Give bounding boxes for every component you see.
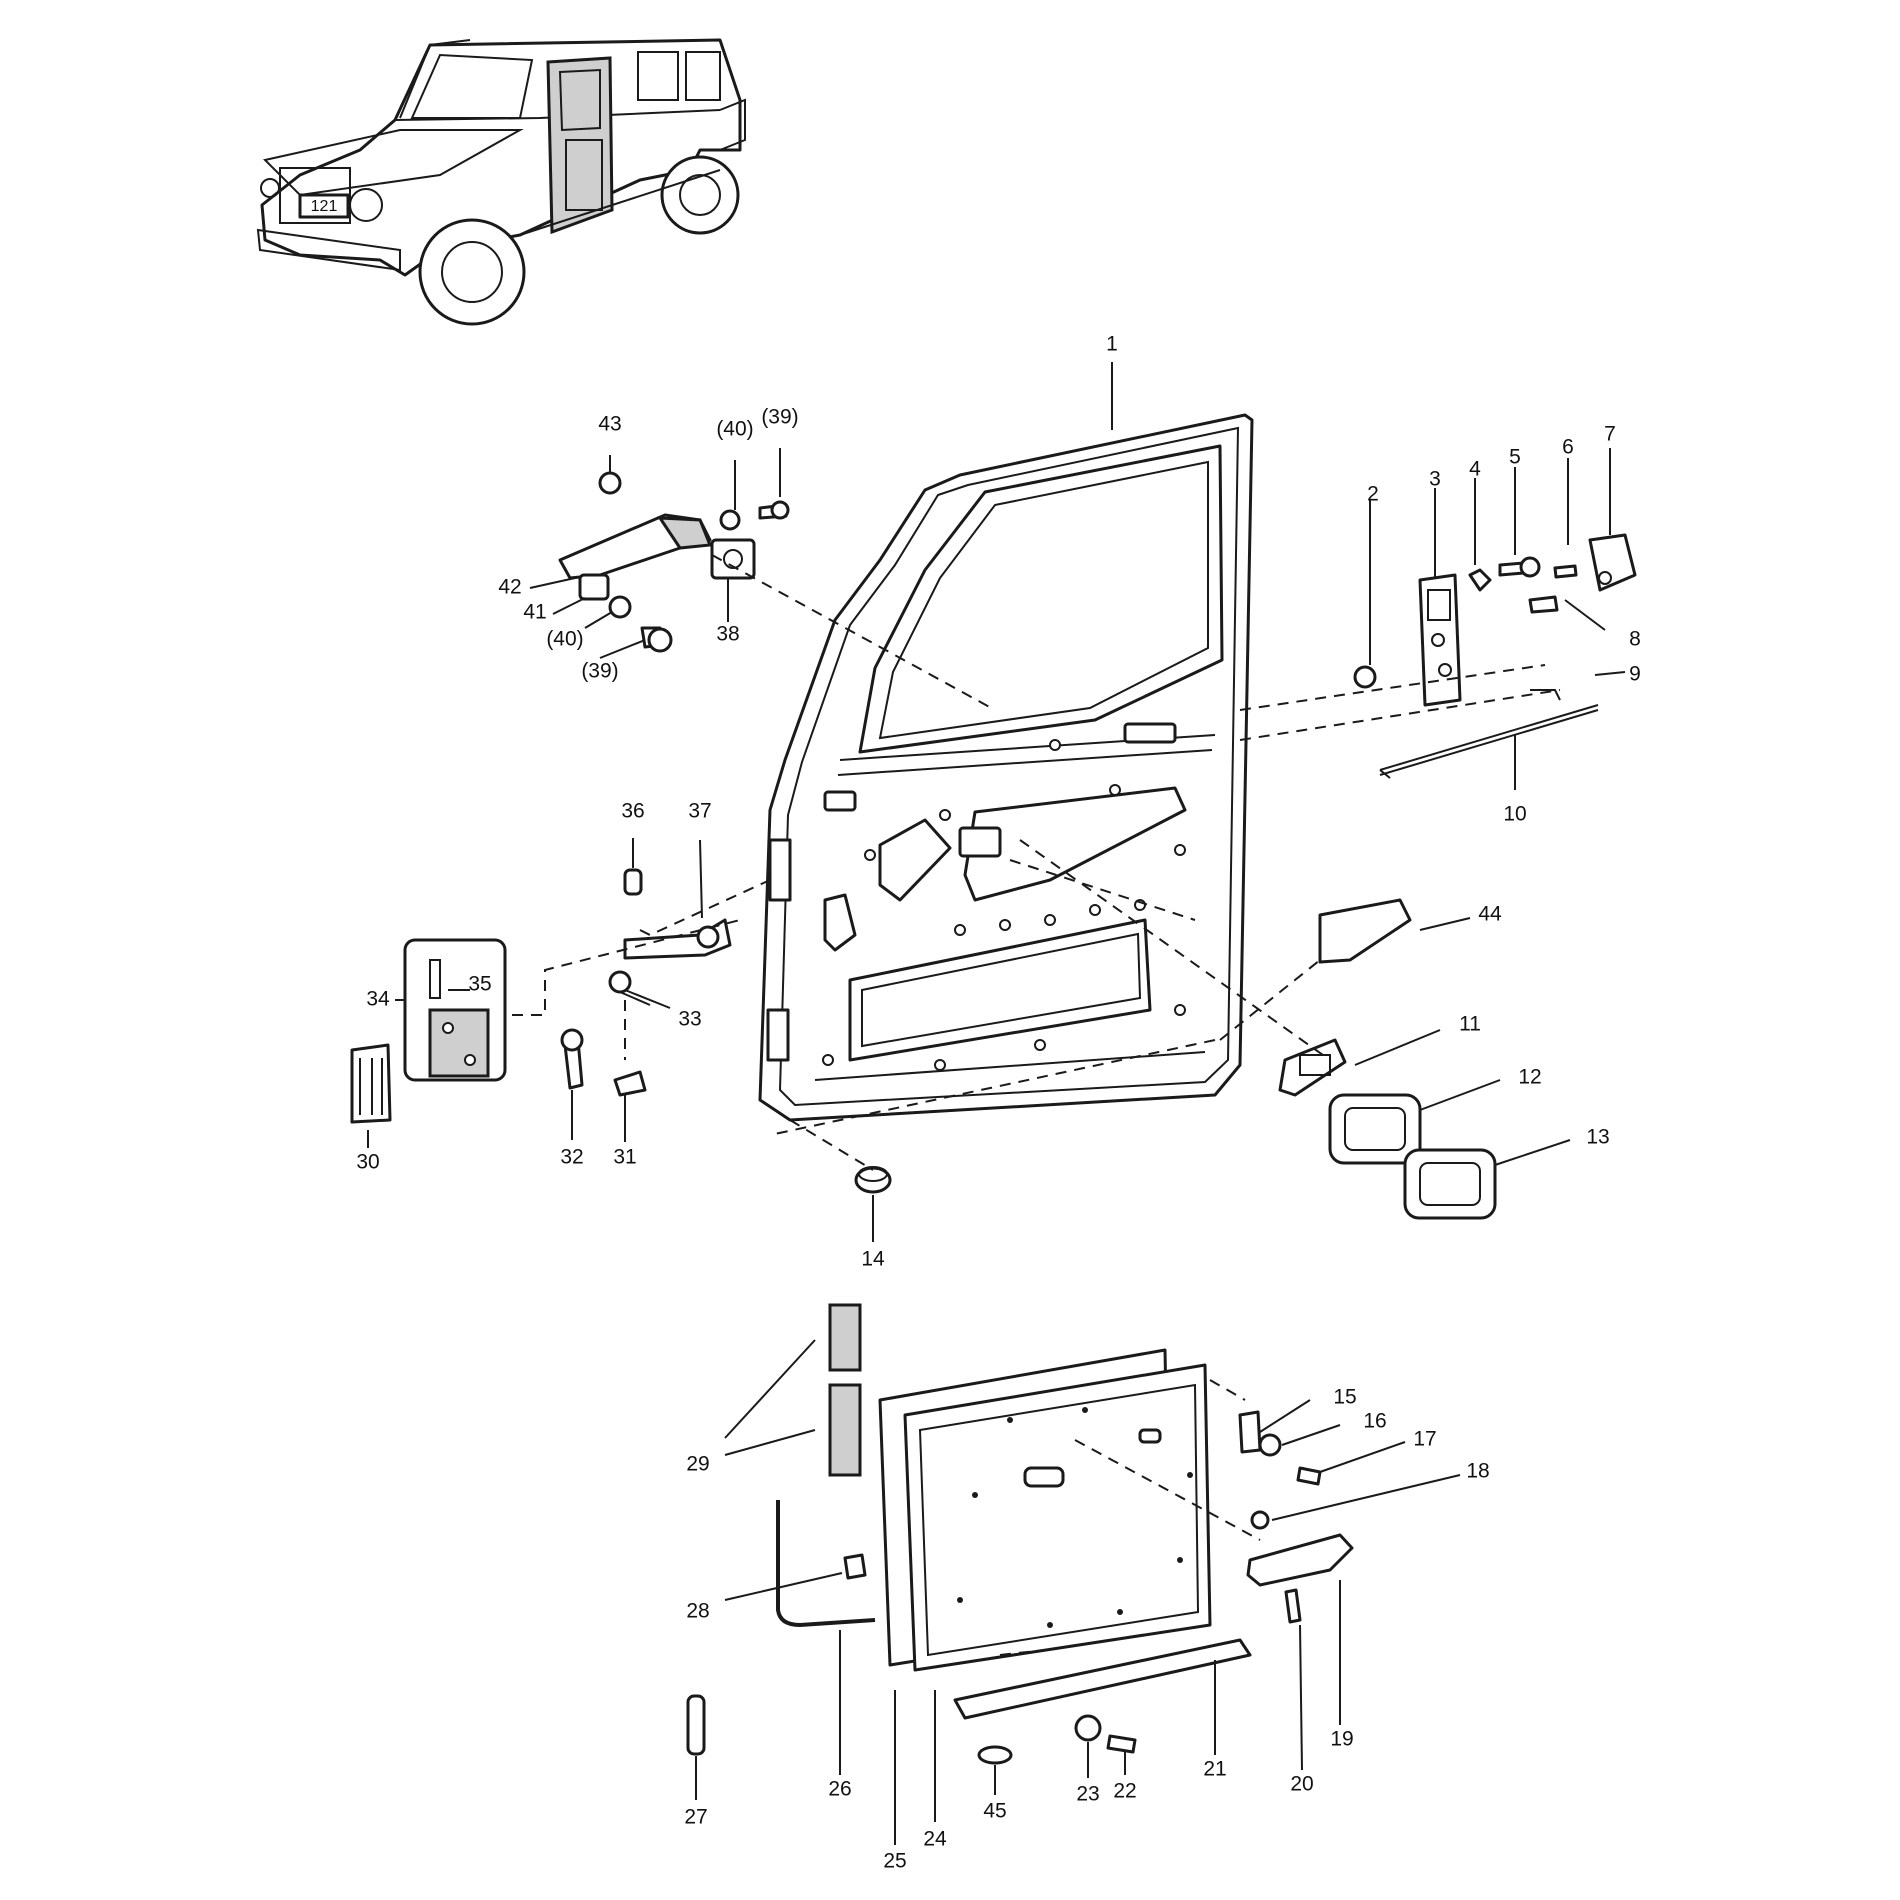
hinge-assembly [350, 868, 732, 1124]
callout-22: 22 [1113, 1780, 1136, 1803]
leader-lines [367, 362, 1626, 1845]
callout-23: 23 [1076, 1783, 1099, 1806]
callout-26: 26 [828, 1778, 851, 1801]
pad-part-29-upper [828, 1303, 862, 1372]
callout-8: 8 [1629, 628, 1641, 651]
callout-16: 16 [1363, 1410, 1386, 1433]
callout-45: 45 [983, 1800, 1006, 1823]
callout-4: 4 [1469, 458, 1481, 481]
trim-panel [878, 1348, 1212, 1672]
pad-part-29-lower [828, 1383, 862, 1477]
callout-10: 10 [1503, 803, 1526, 826]
washer-part-23 [1074, 1714, 1102, 1742]
vehicle-illustration: 121 [256, 38, 746, 326]
callout-43: 43 [598, 413, 621, 436]
weatherstrip-part-26 [776, 1500, 876, 1628]
plate-text: 121 [311, 198, 338, 215]
callout-24: 24 [923, 1828, 947, 1851]
callout-37: 37 [688, 800, 711, 823]
callout-labels: 1 2 3 4 5 6 7 8 9 10 11 12 13 14 15 16 1… [356, 333, 1641, 1873]
callout-9: 9 [1629, 663, 1641, 686]
callout-35: 35 [468, 973, 491, 996]
callout-20: 20 [1290, 1773, 1313, 1796]
callout-28: 28 [686, 1600, 709, 1623]
callout-6: 6 [1562, 436, 1574, 459]
callout-5: 5 [1509, 446, 1521, 469]
cap-part-45 [977, 1745, 1013, 1765]
callout-30: 30 [356, 1151, 379, 1174]
callout-13: 13 [1586, 1126, 1609, 1149]
callout-34: 34 [366, 988, 390, 1011]
pin-part-27 [686, 1694, 706, 1756]
bracket-part-15 [1238, 1410, 1262, 1454]
callout-41: 41 [523, 601, 546, 624]
callout-3: 3 [1429, 468, 1441, 491]
plug-part-14 [854, 1166, 892, 1194]
callout-18: 18 [1466, 1460, 1489, 1483]
plug-part-18 [1250, 1510, 1270, 1530]
outside-handle-assembly [558, 471, 790, 653]
callout-7: 7 [1604, 423, 1616, 446]
lock-assembly [1353, 533, 1637, 779]
callout-39-top: (39) [761, 406, 798, 429]
door-shell [758, 413, 1254, 1122]
screw-part-17 [1296, 1466, 1322, 1486]
callout-19: 19 [1330, 1728, 1353, 1751]
callout-25: 25 [883, 1850, 906, 1873]
callout-40-top: (40) [716, 418, 753, 441]
clip-part-28 [843, 1553, 867, 1580]
callout-11: 11 [1459, 1013, 1481, 1036]
callout-42: 42 [498, 576, 521, 599]
callout-36: 36 [621, 800, 644, 823]
nut-part-16 [1258, 1433, 1282, 1457]
screw-part-20 [1284, 1588, 1302, 1624]
callout-31: 31 [613, 1146, 636, 1169]
pull-handle-part-19 [1246, 1533, 1354, 1587]
callout-33: 33 [678, 1008, 701, 1031]
callout-29: 29 [686, 1453, 709, 1476]
inside-handle-parts [1278, 898, 1497, 1220]
assembly-dashed-lines [512, 554, 1561, 1656]
callout-15: 15 [1333, 1386, 1356, 1409]
callout-38: 38 [716, 623, 739, 646]
callout-44: 44 [1478, 903, 1502, 926]
callout-40-bottom: (40) [546, 628, 583, 651]
callout-32: 32 [560, 1146, 583, 1169]
callout-14: 14 [861, 1248, 885, 1271]
callout-1: 1 [1106, 333, 1118, 356]
screw-part-22 [1106, 1734, 1137, 1754]
trim-strip-part-21 [953, 1638, 1252, 1720]
callout-39-bottom: (39) [581, 660, 618, 683]
callout-27: 27 [684, 1806, 707, 1829]
callout-17: 17 [1413, 1428, 1436, 1451]
callout-12: 12 [1518, 1066, 1541, 1089]
callout-21: 21 [1203, 1758, 1226, 1781]
callout-2: 2 [1367, 483, 1379, 506]
